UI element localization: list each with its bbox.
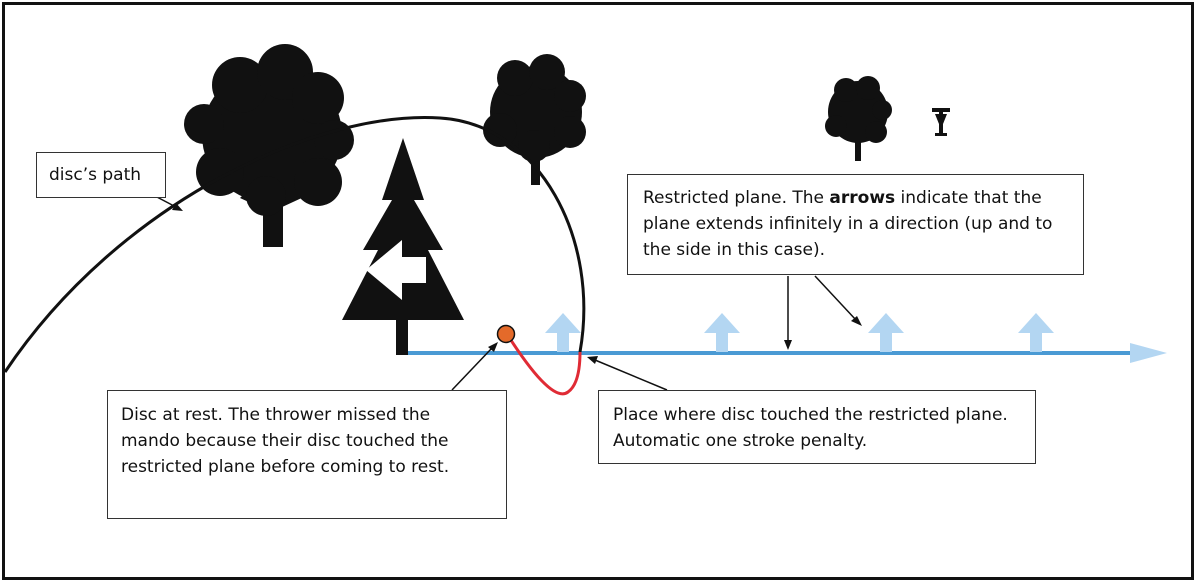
plane-arrow-up-3 [868,313,904,352]
plane-arrow-up-1 [545,313,581,352]
deciduous-tree-small-icon [825,76,892,161]
callout-plane-text-bold: arrows [829,188,896,208]
disc-flight-path [3,116,586,373]
callout-plane-text-post: indicate that the plane extends infinite… [643,188,1053,260]
deciduous-tree-medium-icon [483,54,586,185]
pointer-disc-rest [451,342,498,391]
disc-at-rest-icon [496,324,516,344]
callout-touch-point: Place where disc touched the restricted … [598,390,1036,464]
pointer-plane-arrow [814,275,862,326]
deciduous-tree-large-icon [184,44,354,247]
callout-plane-text-pre: Restricted plane. The [643,188,830,208]
callout-touch-point-text: Place where disc touched the restricted … [613,405,1008,451]
pine-tree-icon [342,138,464,355]
callout-disc-path-text: disc’s path [49,165,142,185]
pointer-touch-point [587,356,668,391]
callout-disc-at-rest: Disc at rest. The thrower missed the man… [107,390,507,519]
mando-arrow-icon [366,240,426,300]
pointer-plane-line [784,276,792,350]
plane-arrow-up-2 [704,313,740,352]
plane-arrow-up-4 [1018,313,1054,352]
disc-roll-path [505,333,582,396]
basket-icon [932,108,950,136]
plane-direction-arrow-right [1130,343,1167,363]
callout-disc-path: disc’s path [36,152,166,198]
callout-disc-at-rest-text: Disc at rest. The thrower missed the man… [121,405,450,477]
callout-restricted-plane: Restricted plane. The arrows indicate th… [627,174,1084,275]
